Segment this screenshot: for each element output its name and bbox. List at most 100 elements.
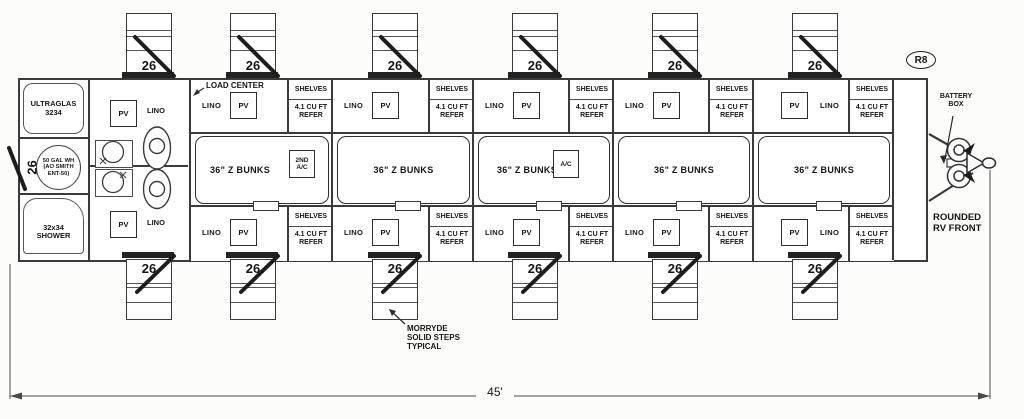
refer-label: 4.1 CU FT REFER	[435, 104, 469, 119]
load-center-callout: LOAD CENTER	[206, 81, 264, 90]
bay-4-bottom-room: LINO PV SHELVES 4.1 CU FT REFER	[614, 205, 754, 261]
shelves-refer-closet: SHELVES 4.1 CU FT REFER	[568, 207, 614, 261]
shelves-refer-closet: SHELVES 4.1 CU FT REFER	[848, 207, 894, 261]
battery-box-icon	[946, 158, 971, 168]
shelves-label: SHELVES	[430, 80, 474, 100]
battery-leader-line	[940, 115, 954, 164]
entry-step: 26	[792, 259, 838, 320]
lino-label: LINO	[202, 228, 222, 237]
shelves-label: SHELVES	[430, 207, 474, 227]
shelves-refer-closet: SHELVES 4.1 CU FT REFER	[287, 80, 333, 132]
refer-label: 4.1 CU FT REFER	[575, 231, 609, 246]
pv-cabinet: PV	[513, 219, 540, 246]
step-platform	[648, 72, 700, 78]
shower-size-label: 32x34	[43, 222, 64, 232]
propane-tanks-icon	[946, 137, 972, 189]
bunk-label: 36" Z BUNKS	[373, 165, 434, 175]
door-width-label: 26	[141, 261, 157, 276]
water-heater: 50 GAL WH (AO SMITH ENT-50)	[36, 145, 81, 190]
bay-5-top-room: LINO PV SHELVES 4.1 CU FT REFER	[754, 80, 894, 134]
interior-door-leaf	[395, 201, 421, 211]
bunk-area: 36" Z BUNKS	[758, 136, 890, 204]
bay-5: LINO PV SHELVES 4.1 CU FT REFER 36" Z BU…	[752, 79, 894, 261]
pv-cabinet: PV	[372, 219, 399, 246]
entry-step: 26	[652, 13, 698, 75]
door-width-label: 26	[141, 58, 157, 73]
step-platform	[368, 72, 420, 78]
bay-1-bottom-room: LINO PV SHELVES 4.1 CU FT REFER	[191, 205, 333, 261]
bunk-label: 36" Z BUNKS	[496, 165, 558, 175]
shower-label: SHOWER	[36, 231, 71, 240]
shower: 32x34 SHOWER	[21, 196, 86, 256]
entry-step: 26	[230, 13, 276, 75]
lino-label: LINO	[344, 228, 364, 237]
pv-cabinet: PV	[230, 219, 257, 246]
door-width-label: 26	[807, 58, 823, 73]
pv-cabinet: PV	[653, 92, 680, 119]
step-platform	[508, 72, 560, 78]
lino-label: LINO	[820, 228, 840, 237]
revision-badge: R8	[906, 51, 936, 69]
bath-divider-wall	[89, 165, 188, 167]
shelves-label: SHELVES	[850, 207, 894, 227]
battery-box-callout: BATTERY BOX	[939, 93, 973, 108]
shower-outline-icon	[23, 198, 84, 254]
door-width-label: 26	[245, 261, 261, 276]
bay-3-bottom-room: LINO PV SHELVES 4.1 CU FT REFER	[474, 205, 614, 261]
shelves-label: SHELVES	[289, 80, 333, 100]
step-platform	[226, 72, 278, 78]
door-width-label: 26	[667, 58, 683, 73]
step-platform	[788, 252, 840, 258]
morryde-steps-callout: MORRYDE SOLID STEPS TYPICAL	[407, 324, 460, 351]
step-platform	[122, 72, 174, 78]
bunk-area: 36" Z BUNKS 2ND A/C	[195, 136, 329, 204]
bathtub-outline-icon	[23, 83, 84, 134]
door-width-label: 26	[387, 261, 403, 276]
refer-label: 4.1 CU FT REFER	[855, 104, 889, 119]
vanity-bottom	[95, 169, 133, 197]
bunk-area: 36" Z BUNKS	[618, 136, 750, 204]
wh-closet-wall-bottom	[19, 193, 89, 195]
second-ac-unit: 2ND A/C	[289, 150, 315, 178]
pv-cabinet: PV	[110, 100, 137, 127]
door-width-label: 26	[245, 58, 261, 73]
door-width-label: 26	[807, 261, 823, 276]
bunk-area: 36" Z BUNKS A/C	[478, 136, 610, 204]
entry-step: 26	[512, 259, 558, 320]
step-platform	[648, 252, 700, 258]
lino-label: LINO	[625, 228, 645, 237]
bay-3: LINO PV SHELVES 4.1 CU FT REFER 36" Z BU…	[472, 79, 614, 261]
rounded-rv-front-label: ROUNDED RV FRONT	[933, 212, 982, 234]
refer-label: 4.1 CU FT REFER	[855, 231, 889, 246]
bath-wall	[88, 80, 90, 260]
step-platform	[508, 252, 560, 258]
interior-door-leaf	[536, 201, 562, 211]
entry-step: 26	[126, 13, 172, 75]
side-door-width-label: 26	[24, 160, 40, 175]
refer-label: 4.1 CU FT REFER	[715, 231, 749, 246]
length-dimension-label: 45'	[487, 385, 503, 399]
bunk-area: 36" Z BUNKS	[337, 136, 470, 204]
shelves-refer-closet: SHELVES 4.1 CU FT REFER	[428, 80, 474, 132]
shelves-label: SHELVES	[710, 207, 754, 227]
step-platform	[788, 72, 840, 78]
entry-step: 26	[372, 13, 418, 75]
interior-door-leaf	[253, 201, 279, 211]
pv-cabinet: PV	[781, 92, 808, 119]
pv-cabinet: PV	[230, 92, 257, 119]
shelves-refer-closet: SHELVES 4.1 CU FT REFER	[708, 80, 754, 132]
step-platform	[368, 252, 420, 258]
bunk-label: 36" Z BUNKS	[209, 165, 271, 175]
interior-door-leaf	[816, 201, 842, 211]
lino-closet-label: LINO	[147, 218, 165, 227]
vanity-top	[95, 140, 133, 168]
bay-4: LINO PV SHELVES 4.1 CU FT REFER 36" Z BU…	[612, 79, 754, 261]
shelves-refer-closet: SHELVES 4.1 CU FT REFER	[708, 207, 754, 261]
door-width-label: 26	[527, 58, 543, 73]
shelves-label: SHELVES	[570, 80, 614, 100]
interior-door-leaf	[676, 201, 702, 211]
entry-step: 26	[372, 259, 418, 320]
refer-label: 4.1 CU FT REFER	[575, 104, 609, 119]
bay-3-top-room: LINO PV SHELVES 4.1 CU FT REFER	[474, 80, 614, 134]
pv-cabinet: PV	[110, 211, 137, 238]
